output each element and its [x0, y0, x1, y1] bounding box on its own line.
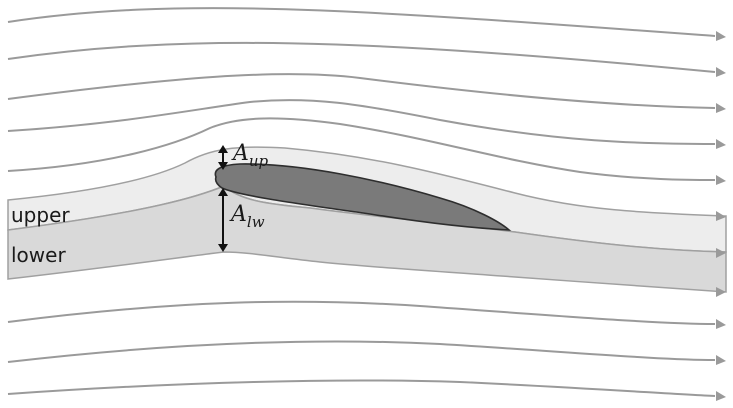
- streamline: [8, 74, 715, 108]
- a-lw-subscript: lw: [247, 213, 265, 231]
- a-lw-symbol: A: [229, 202, 247, 227]
- arrowhead-icon: [716, 103, 726, 113]
- a-up-symbol: A: [231, 141, 249, 166]
- streamline: [8, 302, 715, 324]
- streamline: [8, 100, 715, 144]
- arrowhead-icon: [716, 31, 726, 41]
- streamline: [8, 8, 715, 36]
- arrowhead-icon: [716, 355, 726, 365]
- streamline: [8, 341, 715, 362]
- lower-label: lower: [11, 243, 66, 267]
- upper-label: upper: [11, 203, 70, 227]
- streamline: [8, 381, 715, 397]
- arrowhead-icon: [716, 67, 726, 77]
- arrowhead-icon: [716, 391, 726, 401]
- streamline: [8, 43, 715, 72]
- a-up-subscript: up: [249, 152, 269, 170]
- arrowhead-icon: [716, 175, 726, 185]
- arrowhead-icon: [716, 319, 726, 329]
- arrowhead-icon: [716, 139, 726, 149]
- a-up-label: Aup: [231, 141, 269, 170]
